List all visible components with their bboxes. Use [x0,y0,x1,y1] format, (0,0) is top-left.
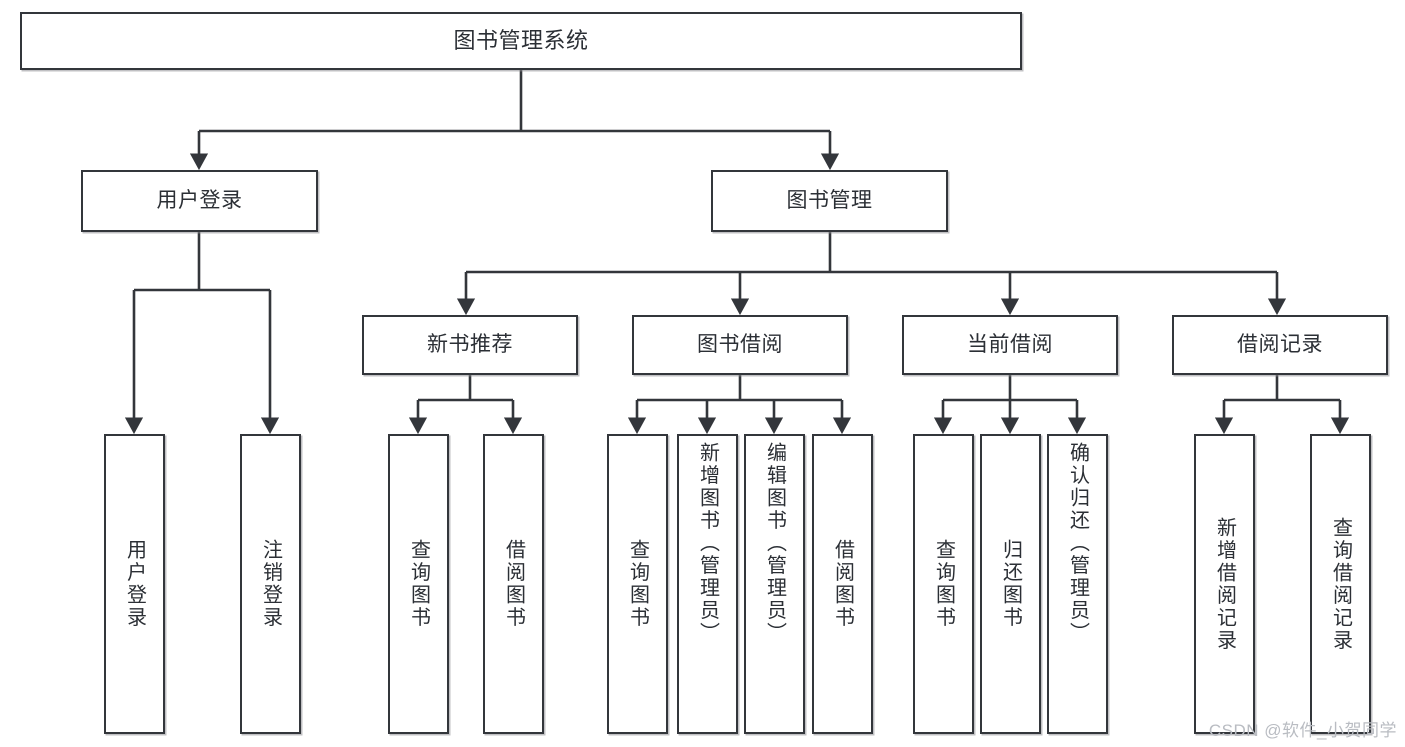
node-label: 图书管理 [786,189,873,213]
node-label: 查询图书 [932,539,955,629]
node-label: 当前借阅 [967,333,1053,357]
node-label: 查询借阅记录 [1329,516,1352,652]
node-root-book-management-system[interactable]: 图书管理系统 [20,12,1022,70]
leaf-user-login-login[interactable]: 用户登录 [104,434,165,734]
node-new-book-recommendation[interactable]: 新书推荐 [362,315,578,375]
leaf-new-book-borrow-books[interactable]: 借阅图书 [483,434,544,734]
node-label: 用户登录 [123,539,146,629]
leaf-book-borrow-add-book-admin[interactable]: 新增图书（管理员） [677,434,738,734]
node-label: 查询图书 [626,539,649,629]
leaf-book-borrow-edit-book-admin[interactable]: 编辑图书（管理员） [744,434,805,734]
node-borrowing-record[interactable]: 借阅记录 [1172,315,1388,375]
node-label: 新增图书（管理员） [696,442,719,645]
node-label: 查询图书 [407,539,430,629]
leaf-current-borrow-return-books[interactable]: 归还图书 [980,434,1041,734]
node-label: 编辑图书（管理员） [763,442,786,645]
node-label: 注销登录 [259,539,282,629]
leaf-book-borrow-query-books[interactable]: 查询图书 [607,434,668,734]
node-label: 图书管理系统 [453,27,589,53]
leaf-user-login-logout[interactable]: 注销登录 [240,434,301,734]
leaf-book-borrow-borrow-books[interactable]: 借阅图书 [812,434,873,734]
node-label: 新增借阅记录 [1213,516,1236,652]
leaf-new-book-query-books[interactable]: 查询图书 [388,434,449,734]
leaf-current-borrow-confirm-return-admin[interactable]: 确认归还（管理员） [1047,434,1108,734]
node-label: 用户登录 [156,189,243,213]
csdn-watermark: CSDN @软件_小贺同学 [1208,721,1397,740]
node-current-borrowing[interactable]: 当前借阅 [902,315,1118,375]
leaf-current-borrow-query-books[interactable]: 查询图书 [913,434,974,734]
node-user-login[interactable]: 用户登录 [81,170,318,232]
node-book-management[interactable]: 图书管理 [711,170,948,232]
node-label: 图书借阅 [697,333,783,357]
node-label: 借阅图书 [831,539,854,629]
node-label: 归还图书 [999,539,1022,629]
node-book-borrowing[interactable]: 图书借阅 [632,315,848,375]
node-label: 借阅记录 [1237,333,1323,357]
leaf-borrow-record-add-record[interactable]: 新增借阅记录 [1194,434,1255,734]
node-label: 新书推荐 [427,333,513,357]
node-label: 借阅图书 [502,539,525,629]
leaf-borrow-record-query-record[interactable]: 查询借阅记录 [1310,434,1371,734]
node-label: 确认归还（管理员） [1066,442,1089,645]
